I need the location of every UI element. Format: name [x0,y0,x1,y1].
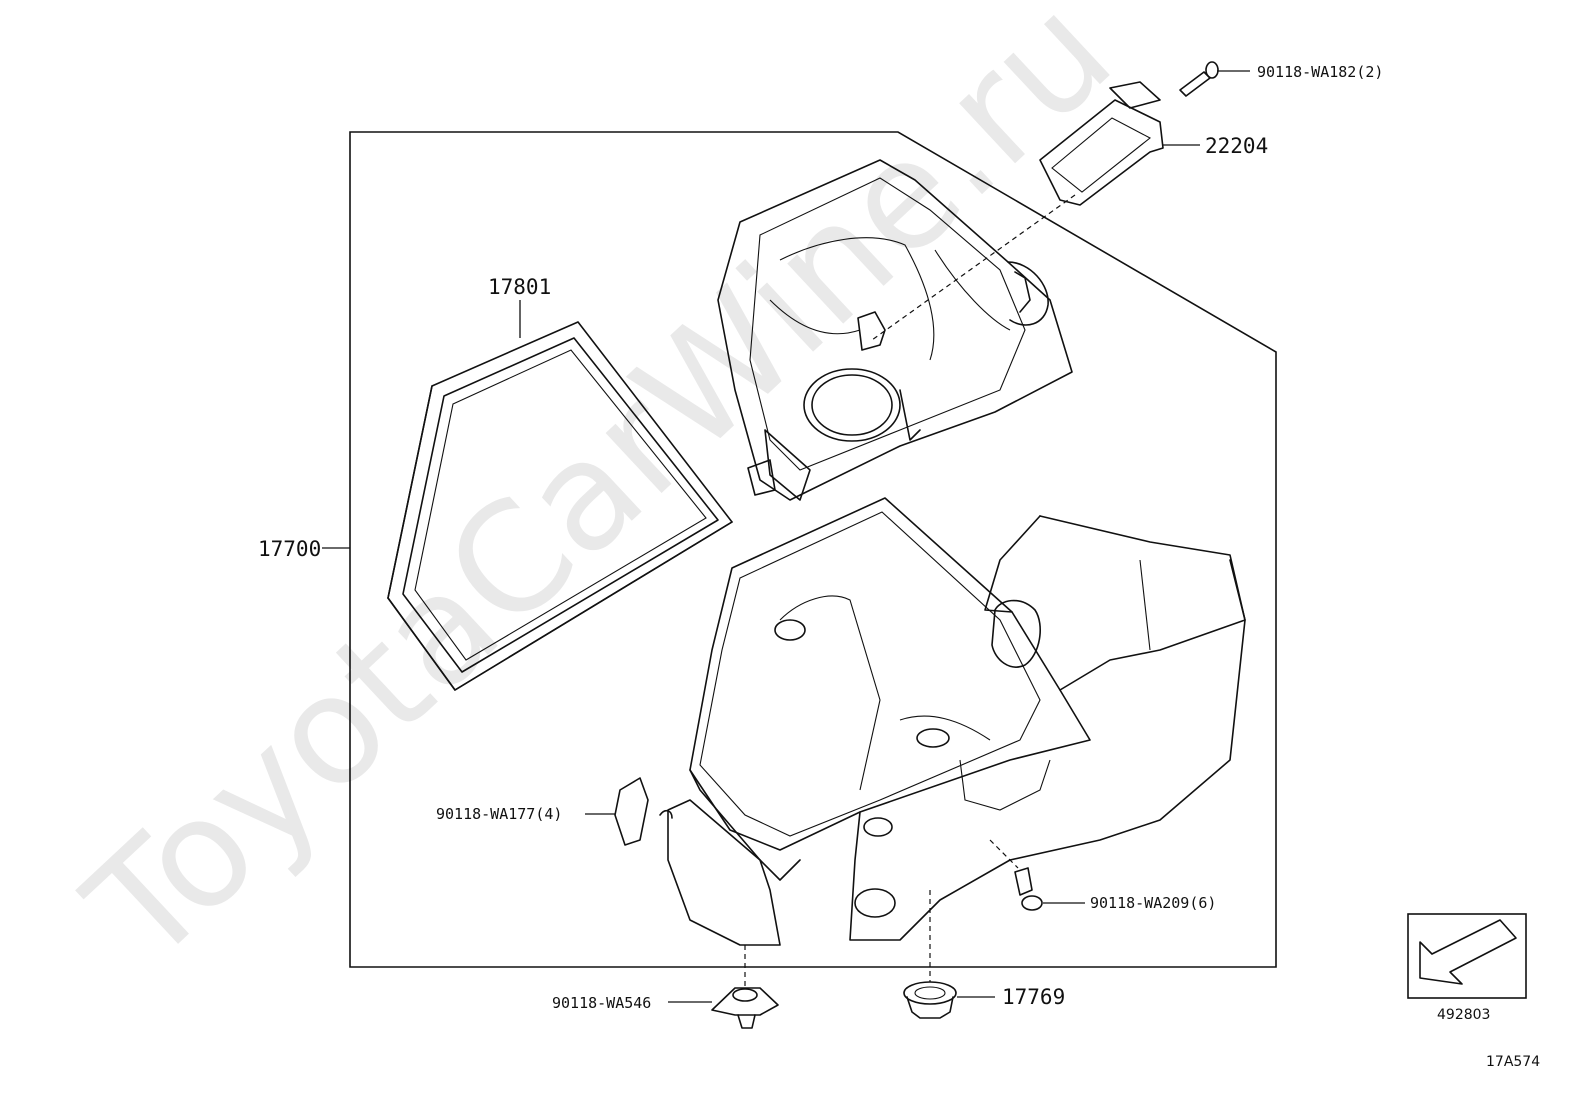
view-code: 492803 [1437,1007,1490,1023]
callout-17801[interactable]: 17801 [488,275,551,299]
mass-air-flow-sensor[interactable] [1039,81,1164,206]
clip-90118-wa177[interactable] [614,777,673,846]
air-cleaner-body[interactable] [667,497,1246,946]
callout-17769[interactable]: 17769 [1002,985,1065,1009]
screw-90118-wa209[interactable] [1014,867,1043,911]
dashed-sensor-to-cap [871,194,1076,341]
air-filter[interactable] [387,321,733,691]
grommet-17769[interactable] [903,981,957,1019]
view-direction-indicator[interactable] [1407,913,1527,999]
callout-90118-wa177[interactable]: 90118-WA177(4) [436,805,562,823]
callout-90118-wa182[interactable]: 90118-WA182(2) [1257,63,1383,81]
dashed-screw [989,839,1019,869]
callout-17700[interactable]: 17700 [258,537,321,561]
direction-arrow-icon [1419,919,1517,985]
air-cleaner-cap[interactable] [717,159,1073,501]
watermark: ToyotaCarWine.ru [55,0,1144,997]
diagram-id: 17A574 [1486,1054,1540,1070]
callout-90118-wa209[interactable]: 90118-WA209(6) [1090,894,1216,912]
callout-90118-wa546[interactable]: 90118-WA546 [552,994,651,1012]
callout-22204[interactable]: 22204 [1205,134,1268,158]
grommet-90118-wa546[interactable] [711,987,779,1029]
assembly-frame [349,131,1277,968]
bolt-90118-wa182[interactable] [1179,61,1219,97]
